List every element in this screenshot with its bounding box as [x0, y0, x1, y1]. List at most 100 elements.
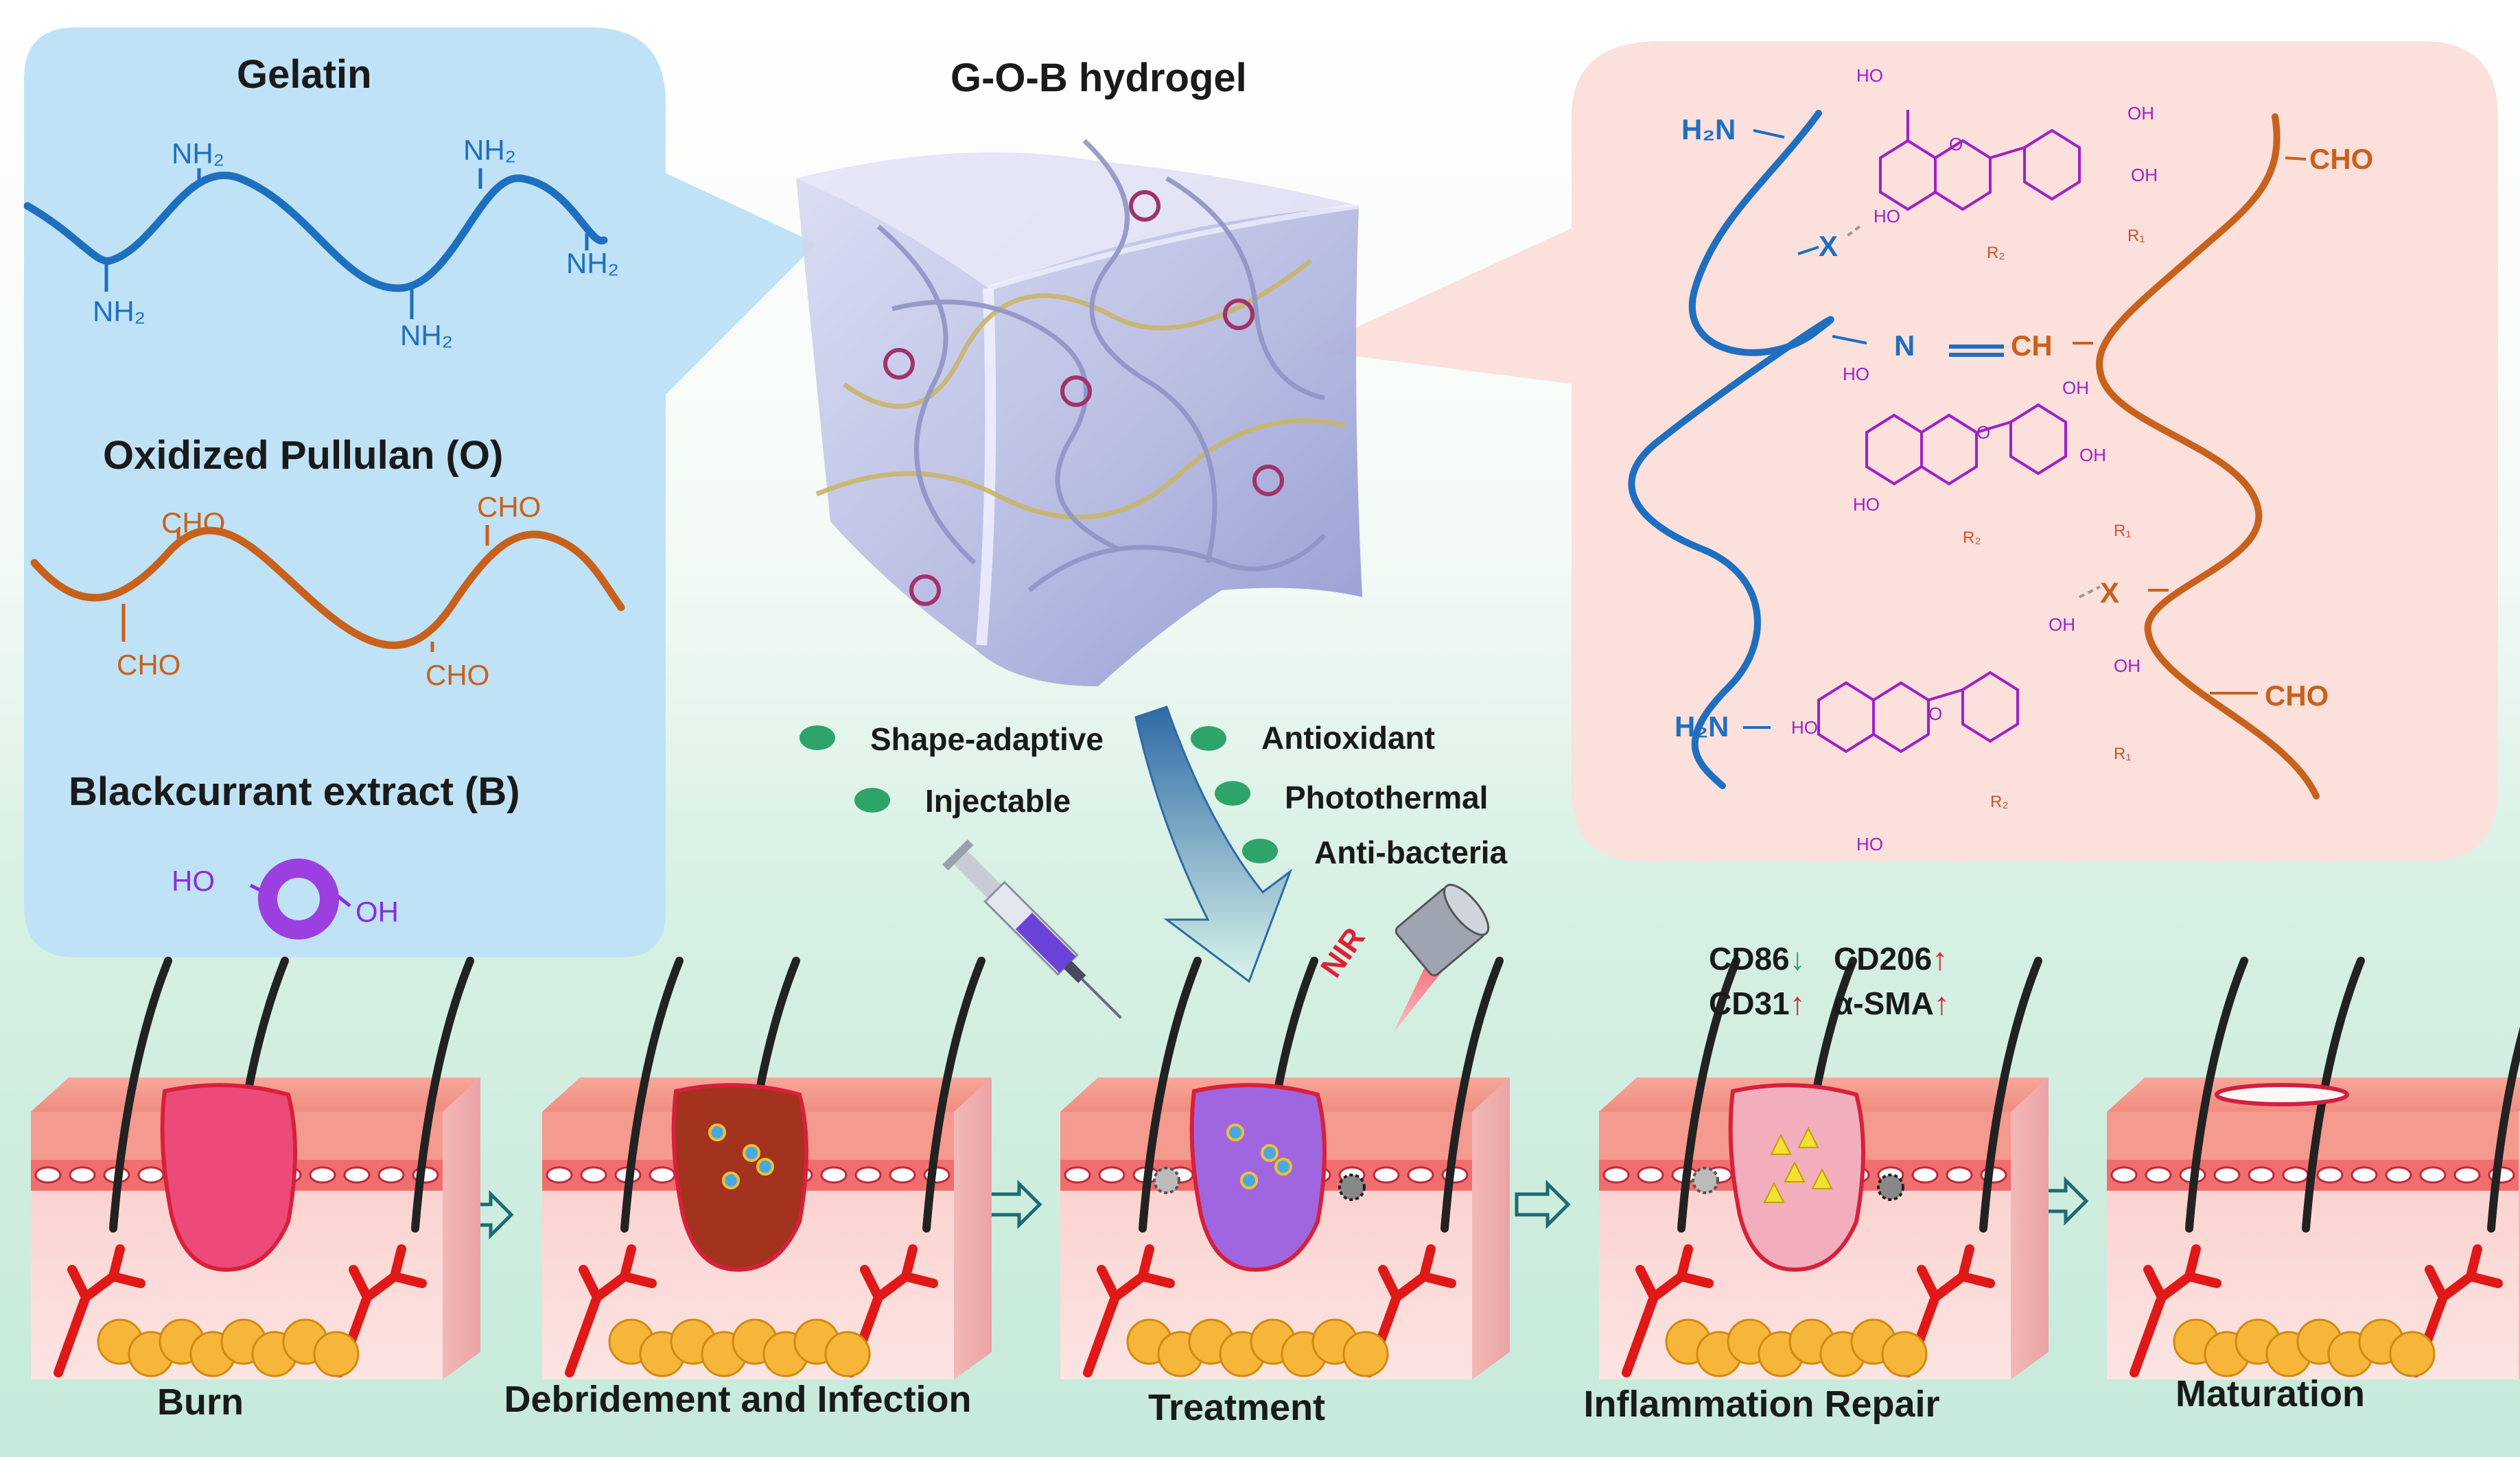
down-arrow-icon: ↓: [1789, 941, 1806, 977]
stage-label-debridement: Debridement and Infection: [504, 1379, 972, 1420]
process-arrow-icon: [1134, 706, 1293, 983]
scar: [2215, 1083, 2349, 1106]
skin-block: [1599, 957, 2049, 1379]
blood-vessel-icon: [2130, 1244, 2221, 1377]
amine-label: NH₂: [400, 319, 453, 351]
fibroblast-icon: [1784, 1161, 1806, 1182]
gelatin-title: Gelatin: [237, 52, 372, 97]
r1-label: R₁: [2114, 745, 2132, 763]
feature-bullet-icon: [1191, 726, 1226, 751]
oh-label: OH: [2127, 103, 2154, 124]
up-arrow-icon: ↑: [1789, 986, 1806, 1021]
gelatin-chain: [23, 172, 608, 292]
oh-label: OH: [2062, 377, 2089, 398]
ho-label: HO: [1791, 717, 1818, 738]
pullulan-title: Oxidized Pullulan (O): [103, 433, 504, 478]
marker-cd86-label: CD86: [1709, 941, 1790, 977]
skin-cell: [1064, 1166, 1091, 1184]
skin-cell: [2282, 1166, 2309, 1184]
hydroxyl-label: OH: [355, 896, 399, 928]
amine-label: NH₂: [566, 247, 619, 279]
right-pullulan-chain: [2096, 113, 2320, 800]
bacteria-icon: [1261, 1144, 1279, 1162]
marker-cd206: CD206↑: [1834, 940, 1948, 977]
skin-side: [1472, 1077, 1510, 1379]
skin-cell: [377, 1166, 405, 1184]
blood-vessel-icon: [54, 1244, 145, 1377]
skin-cell: [649, 1166, 676, 1184]
feature-anti-bacteria: Anti-bacteria: [1314, 835, 1508, 870]
hydrogel-title: G-O-B hydrogel: [950, 56, 1247, 100]
skin-cell: [1373, 1166, 1400, 1184]
anthocyanin-molecules: [1817, 110, 2081, 754]
macrophage-icon: [1338, 1174, 1366, 1201]
aldehyde-label: CHO: [117, 649, 181, 681]
blood-vessel-icon: [1083, 1244, 1175, 1377]
imine-n-label: N: [1894, 329, 1915, 362]
right-gelatin-chain: [1628, 110, 1834, 789]
bacteria-icon: [722, 1172, 740, 1189]
amine-label: H₂N: [1681, 113, 1736, 145]
feature-injectable: Injectable: [925, 783, 1071, 819]
hair-icon: [1677, 957, 1740, 1233]
skin-cell: [2419, 1166, 2447, 1184]
skin-block: [1060, 957, 1510, 1379]
hair-icon: [2487, 1026, 2520, 1233]
aldehyde-label: CHO: [2265, 679, 2329, 712]
skin-block: [31, 957, 480, 1379]
hydrogel-cube: [796, 139, 1362, 687]
hair-icon: [620, 957, 684, 1233]
fibroblast-icon: [1763, 1181, 1785, 1203]
marker-cd206-label: CD206: [1834, 941, 1933, 977]
skin-cell: [1098, 1166, 1125, 1184]
up-arrow-icon: ↑: [1933, 986, 1950, 1021]
skin-cell: [2385, 1166, 2412, 1184]
amine-label: NH₂: [463, 134, 516, 166]
wound: [1189, 1083, 1327, 1272]
fibroblast-icon: [1811, 1167, 1833, 1189]
left-panel: [24, 27, 666, 957]
bacteria-icon: [756, 1158, 774, 1176]
macrophage-icon: [1153, 1167, 1180, 1194]
skin-cell: [2316, 1166, 2344, 1184]
blackcurrant-molecule: [249, 859, 351, 940]
aldehyde-label: CHO: [425, 659, 490, 691]
imine-ch-label: CH: [2011, 329, 2053, 362]
oh-label: OH: [2131, 165, 2158, 185]
hair-icon: [1440, 957, 1504, 1233]
bacteria-icon: [1226, 1123, 1244, 1141]
o-label: O: [1928, 703, 1943, 724]
ho-label: HO: [1856, 834, 1883, 854]
bacteria-icon: [1240, 1172, 1258, 1189]
bacteria-icon: [1274, 1158, 1292, 1176]
marker-cd31: CD31↑: [1709, 985, 1806, 1022]
amine-label: NH₂: [172, 137, 224, 170]
skin-cell: [343, 1166, 371, 1184]
fat-cell-icon: [1342, 1331, 1389, 1377]
ho-label: HO: [1853, 494, 1880, 515]
amine-label: H₂N: [1675, 710, 1729, 743]
skin-cell: [1602, 1166, 1630, 1184]
feature-bullet-icon: [800, 725, 835, 750]
hair-icon: [2185, 957, 2248, 1233]
skin-cell: [546, 1166, 573, 1184]
amine-label: NH₂: [93, 295, 145, 327]
right-panel: [1572, 41, 2498, 861]
bacteria-icon: [708, 1123, 726, 1141]
feature-bullet-icon: [1242, 839, 1278, 863]
skin-cell: [854, 1166, 882, 1184]
fibroblast-icon: [1797, 1126, 1819, 1148]
blood-vessel-icon: [1622, 1244, 1714, 1377]
aldehyde-label: CHO: [477, 491, 541, 523]
o-label: O: [1949, 134, 1963, 154]
skin-cell: [137, 1166, 165, 1184]
feature-photothermal: Photothermal: [1285, 780, 1489, 815]
marker-asma-label: α-SMA: [1834, 986, 1934, 1021]
fat-cell-icon: [824, 1331, 871, 1377]
skin-cell: [2110, 1166, 2138, 1184]
right-callout: [1307, 226, 1575, 384]
left-callout: [662, 172, 817, 398]
wound: [160, 1083, 297, 1272]
ho-label: HO: [1856, 65, 1883, 86]
o-label: O: [1976, 422, 1991, 443]
